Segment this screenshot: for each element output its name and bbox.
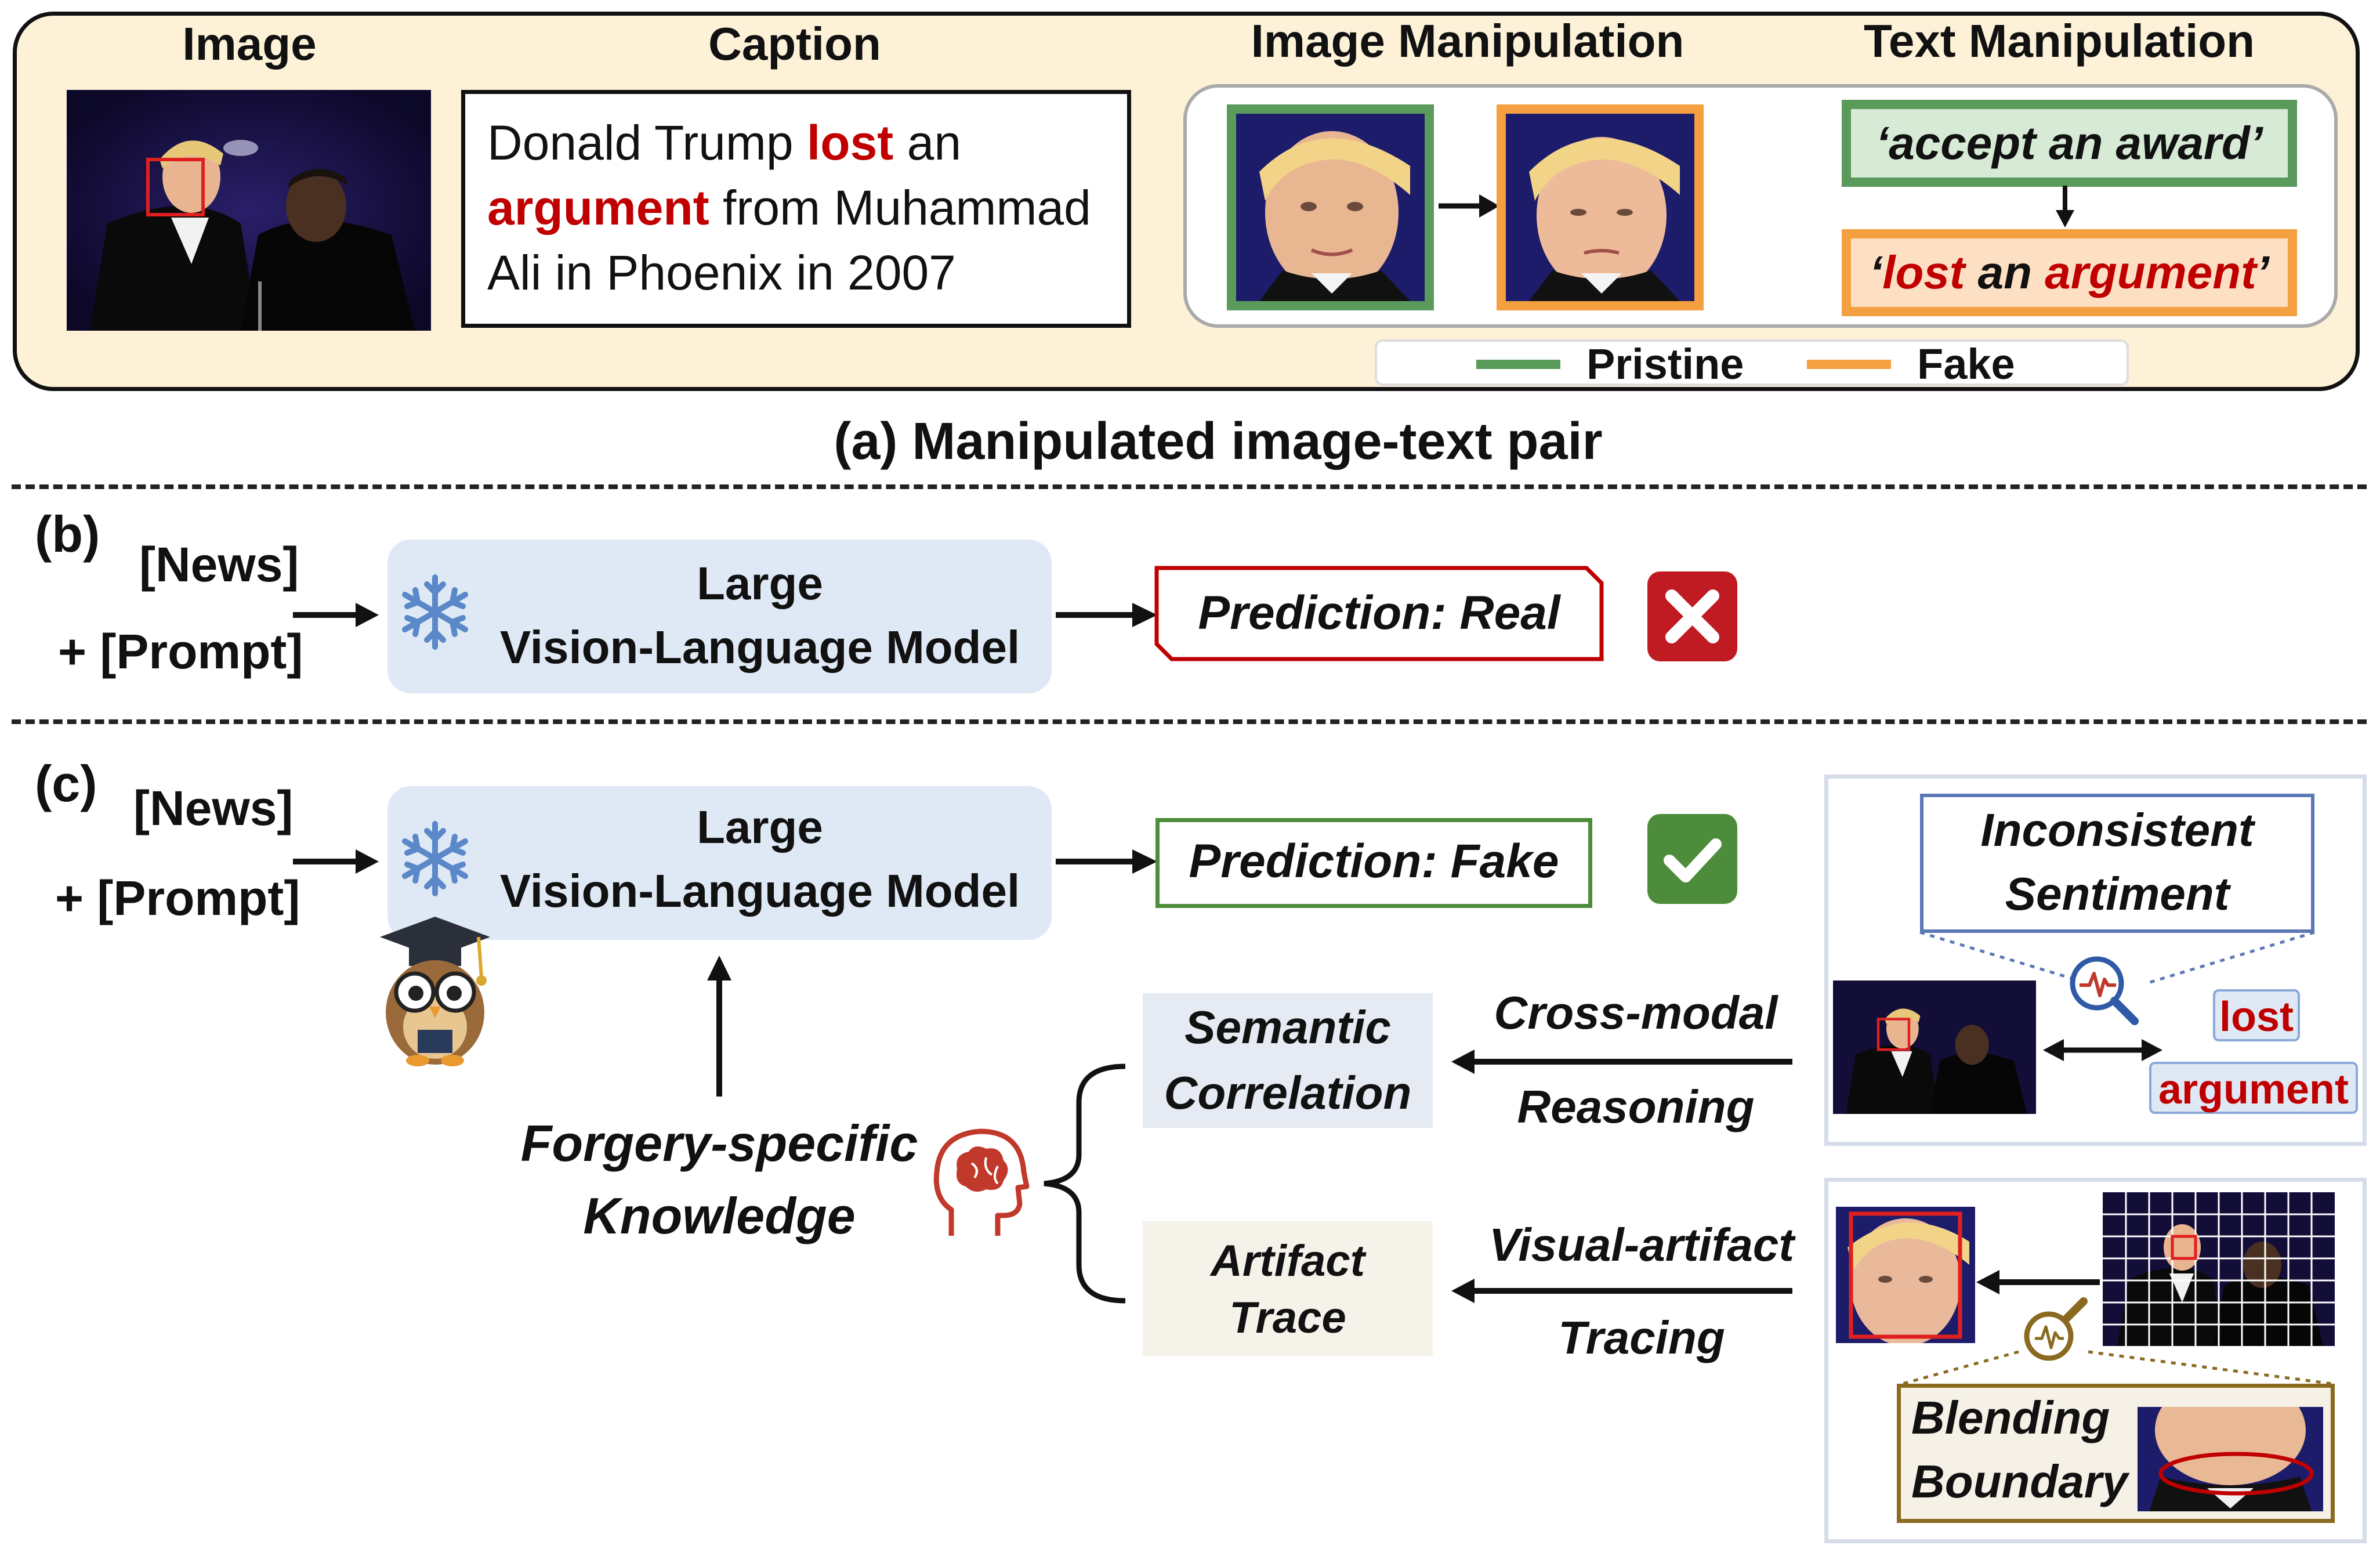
magnifier-pulse-icon: [2070, 956, 2139, 1025]
fake-text-box: ‘lost an argument’: [1842, 229, 2297, 316]
panel-c-model-line1: Large: [697, 801, 823, 853]
panel-b-snowflake-icon: [402, 574, 468, 650]
image-manipulation-header: Image Manipulation: [1251, 15, 1685, 67]
cross-icon: [1647, 571, 1737, 661]
sentiment-word-argument: argument: [2149, 1062, 2358, 1114]
visual-line2: Tracing: [1558, 1312, 1725, 1363]
brain-head-icon: [933, 1128, 1030, 1236]
blending-line1: Blending: [1911, 1392, 2110, 1443]
sentiment-dotted-lines: [1919, 931, 2315, 985]
artifact-line1: Artifact: [1210, 1236, 1365, 1286]
panel-c-label: (c): [35, 755, 97, 812]
news-image: [67, 90, 431, 331]
panel-b-output-arrow: [1056, 603, 1157, 627]
panel-c-prediction-frame: [1155, 818, 1592, 908]
visual-tracing-arrow: [1451, 1279, 1792, 1303]
panel-b-label: (b): [35, 505, 100, 563]
fake-text-mid: an: [1965, 247, 2045, 298]
inconsistent-line2: Sentiment: [2005, 868, 2230, 920]
separator-2: [12, 719, 2367, 724]
panel-a-subtitle: (a) Manipulated image-text pair: [834, 413, 1603, 471]
text-manipulation-arrow: [2056, 186, 2074, 227]
knowledge-up-arrow: [707, 956, 731, 1097]
pristine-text-box: ‘accept an award’: [1842, 100, 2297, 187]
panel-b-input-arrow: [293, 603, 379, 627]
panel-c-input-arrow: [293, 849, 379, 874]
legend-pristine-label: Pristine: [1586, 340, 1744, 388]
sentiment-news-image: [1833, 980, 2036, 1114]
inconsistent-sentiment-box: [1920, 794, 2314, 933]
text-manipulation-header: Text Manipulation: [1863, 15, 2255, 67]
blending-line2: Boundary: [1911, 1456, 2128, 1507]
panel-b-prediction-frame: [1154, 566, 1604, 661]
panel-b-model-box: [387, 540, 1052, 693]
legend-fake-label: Fake: [1917, 340, 2015, 388]
semantic-line1: Semantic: [1184, 1001, 1391, 1053]
sentiment-double-arrow: [2043, 1039, 2162, 1061]
panel-b-prediction: Prediction: Real: [1198, 587, 1560, 639]
legend-pristine-swatch: [1476, 360, 1560, 369]
artifact-trace-box: [1143, 1221, 1433, 1356]
panel-c-output-arrow: [1056, 849, 1157, 874]
panel-b-model-line2: Vision-Language Model: [499, 621, 1020, 673]
artifact-crop-arrow: [1976, 1270, 2100, 1294]
caption-part2: an: [893, 115, 962, 170]
panel-c-model-line2: Vision-Language Model: [499, 865, 1020, 917]
caption-header: Caption: [708, 18, 881, 70]
fake-text-quote-open: ‘: [1869, 247, 1883, 298]
panel-b-prompt: + [Prompt]: [58, 624, 303, 679]
crossmodal-arrow: [1451, 1050, 1792, 1074]
check-icon: [1647, 814, 1737, 904]
pristine-face-image: [1227, 104, 1434, 310]
inconsistent-line1: Inconsistent: [1980, 804, 2254, 856]
knowledge-brace: [1044, 1063, 1126, 1304]
image-manipulation-arrow: [1439, 194, 1499, 218]
fake-text-quote-close: ’: [2256, 247, 2269, 298]
legend-fake-swatch: [1807, 360, 1891, 369]
artifact-line2: Trace: [1229, 1293, 1346, 1343]
sentiment-word-lost: lost: [2213, 989, 2300, 1041]
caption-part1: Donald Trump: [487, 115, 807, 170]
panel-c-snowflake-icon: [402, 821, 468, 896]
panel-c-prediction: Prediction: Fake: [1189, 835, 1559, 888]
caption-highlight-lost: lost: [806, 115, 894, 170]
semantic-correlation-box: [1143, 993, 1433, 1128]
image-header: Image: [182, 18, 317, 70]
panel-b-model-line1: Large: [697, 558, 823, 609]
artifact-face-crop: [1836, 1207, 1975, 1343]
visual-line1: Visual-artifact: [1488, 1219, 1795, 1271]
crossmodal-line2: Reasoning: [1517, 1081, 1755, 1132]
panel-b-news: [News]: [139, 537, 299, 592]
artifact-dotted-lines: [1902, 1350, 2332, 1385]
panel-c-news: [News]: [133, 781, 294, 835]
caption-part3: from Muhammad: [709, 180, 1091, 235]
fake-text-lost: lost: [1882, 247, 1965, 298]
fake-face-image: [1497, 104, 1704, 310]
fake-text-argument: argument: [2045, 247, 2256, 298]
blending-chin-image: [2138, 1407, 2323, 1511]
caption-line3: Ali in Phoenix in 2007: [487, 245, 956, 300]
crossmodal-line1: Cross-modal: [1494, 987, 1778, 1039]
caption-highlight-argument: argument: [487, 180, 709, 235]
knowledge-line2: Knowledge: [583, 1187, 856, 1244]
separator-1: [12, 484, 2367, 489]
artifact-magnifier-icon: [2024, 1297, 2088, 1361]
owl-scholar-icon: [380, 917, 490, 1066]
panel-c-model-box: [387, 786, 1052, 940]
knowledge-line1: Forgery-specific: [520, 1115, 918, 1172]
panel-c-prompt: + [Prompt]: [55, 871, 300, 925]
caption-text: Donald Trump lost an argument from Muham…: [487, 110, 1125, 305]
caption-box: [461, 90, 1131, 328]
semantic-line2: Correlation: [1164, 1067, 1412, 1119]
artifact-grid-image: [2103, 1192, 2335, 1346]
